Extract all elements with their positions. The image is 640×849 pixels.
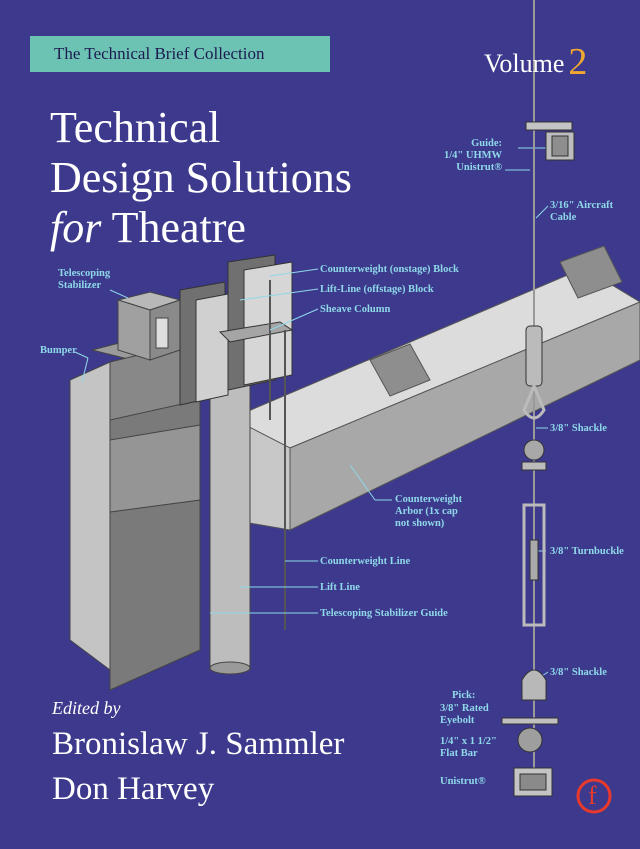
label-sheave-column: Sheave Column xyxy=(320,304,391,315)
leader-lines xyxy=(74,147,549,681)
label-lift-line-block: Lift-Line (offstage) Block xyxy=(320,284,434,295)
sheave-column-illustration xyxy=(179,254,294,675)
title-theatre: Theatre xyxy=(101,203,246,252)
publisher-logo-icon: f xyxy=(576,778,612,814)
rigging-hardware-illustration xyxy=(501,0,575,797)
editor-1: Bronislaw J. Sammler xyxy=(52,726,345,762)
label-aircraft-cable: 3/16" Aircraft Cable xyxy=(550,200,614,223)
counterweight-arbor-illustration xyxy=(230,245,640,531)
title-line-1: Technical xyxy=(50,103,221,152)
label-pick: Pick: xyxy=(452,690,476,701)
label-shackle-top: 3/8" Shackle xyxy=(550,423,607,434)
label-counterweight-block: Counterweight (onstage) Block xyxy=(320,264,459,275)
label-stabilizer-guide: Telescoping Stabilizer Guide xyxy=(320,608,448,619)
volume-word: Volume xyxy=(484,49,565,78)
edited-by: Edited by xyxy=(52,698,121,718)
label-telescoping-stabilizer: Telescoping Stabilizer xyxy=(58,268,111,291)
label-bumper: Bumper xyxy=(40,345,77,356)
title-line-3: for Theatre xyxy=(50,206,246,250)
stabilizer-column-illustration xyxy=(69,291,201,691)
label-eyebolt: 3/8" Rated Eyebolt xyxy=(440,703,489,726)
label-counterweight-line: Counterweight Line xyxy=(320,556,411,567)
label-shackle-bottom: 3/8" Shackle xyxy=(550,667,607,678)
series-title: The Technical Brief Collection xyxy=(54,44,265,63)
editor-2: Don Harvey xyxy=(52,771,215,807)
label-turnbuckle: 3/8" Turnbuckle xyxy=(550,546,624,557)
label-counterweight-arbor: Counterweight Arbor (1x cap not shown) xyxy=(395,494,463,529)
series-band xyxy=(30,36,330,72)
title-line-2: Design Solutions xyxy=(50,153,352,202)
publisher-logo-letter: f xyxy=(588,781,597,810)
label-guide: Guide: 1/4" UHMW Unistrut® xyxy=(444,138,503,173)
volume-number: 2 xyxy=(568,41,588,83)
label-lift-line: Lift Line xyxy=(320,582,360,593)
label-unistrut: Unistrut® xyxy=(440,776,486,787)
title-for: for xyxy=(50,203,102,252)
label-flat-bar: 1/4" x 1 1/2" Flat Bar xyxy=(440,736,497,759)
